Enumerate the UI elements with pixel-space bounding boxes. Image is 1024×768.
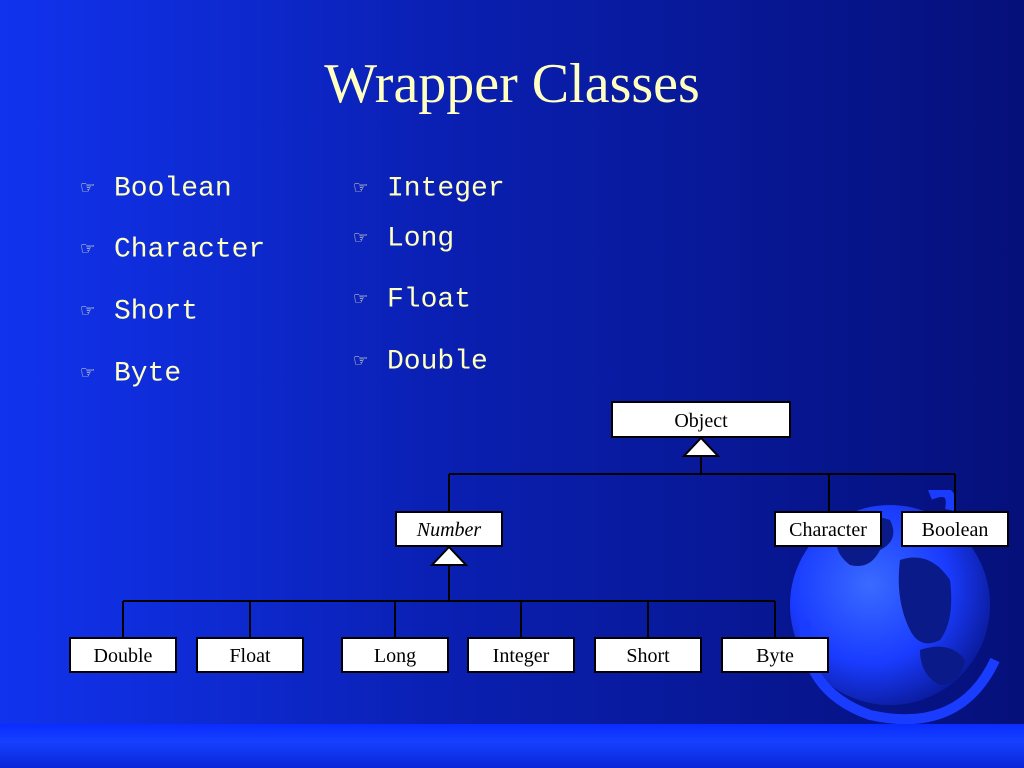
class-label: Object xyxy=(674,410,728,432)
pointing-hand-icon: ☞ xyxy=(80,239,96,259)
bullet-item: ☞ Character xyxy=(80,233,265,266)
bullet-item: ☞ Byte xyxy=(80,357,181,390)
class-box-character: Character xyxy=(774,511,882,547)
inheritance-triangle xyxy=(681,436,721,457)
pointing-hand-icon: ☞ xyxy=(353,228,369,248)
pointing-hand-icon: ☞ xyxy=(80,301,96,321)
class-box-number: Number xyxy=(395,511,503,547)
bullet-item: ☞ Integer xyxy=(353,172,505,205)
footer-bar xyxy=(0,724,1024,768)
class-box-integer: Integer xyxy=(467,637,575,673)
bullet-text: Integer xyxy=(387,173,505,205)
pointing-hand-icon: ☞ xyxy=(80,363,96,383)
pointing-hand-icon: ☞ xyxy=(353,178,369,198)
class-box-short: Short xyxy=(594,637,702,673)
bullet-item: ☞ Boolean xyxy=(80,172,232,205)
class-box-object: Object xyxy=(611,401,791,438)
class-label: Integer xyxy=(493,645,550,667)
class-label: Float xyxy=(229,645,271,667)
class-label: Short xyxy=(626,645,670,667)
class-label: Double xyxy=(94,645,153,667)
bullet-text: Float xyxy=(387,284,472,316)
connector-lines xyxy=(122,456,956,638)
bullet-text: Character xyxy=(114,234,266,266)
class-box-boolean: Boolean xyxy=(901,511,1009,547)
class-label: Long xyxy=(374,645,416,667)
pointing-hand-icon: ☞ xyxy=(353,351,369,371)
bullet-text: Byte xyxy=(114,358,182,390)
bullet-item: ☞ Double xyxy=(353,345,488,378)
class-label: Number xyxy=(416,519,482,541)
class-label: Boolean xyxy=(922,519,989,541)
pointing-hand-icon: ☞ xyxy=(353,289,369,309)
bullet-item: ☞ Short xyxy=(80,295,198,328)
bullet-item: ☞ Float xyxy=(353,283,471,316)
bullet-text: Long xyxy=(387,223,455,255)
bullet-text: Double xyxy=(387,346,488,378)
pointing-hand-icon: ☞ xyxy=(80,178,96,198)
class-box-double: Double xyxy=(69,637,177,673)
class-label: Byte xyxy=(756,645,794,667)
bullet-text: Short xyxy=(114,296,199,328)
class-label: Character xyxy=(789,519,867,541)
inheritance-triangle xyxy=(429,545,469,566)
class-box-byte: Byte xyxy=(721,637,829,673)
bullet-text: Boolean xyxy=(114,173,232,205)
bullet-item: ☞ Long xyxy=(353,222,454,255)
slide-title: Wrapper Classes xyxy=(324,53,700,115)
class-box-float: Float xyxy=(196,637,304,673)
class-box-long: Long xyxy=(341,637,449,673)
